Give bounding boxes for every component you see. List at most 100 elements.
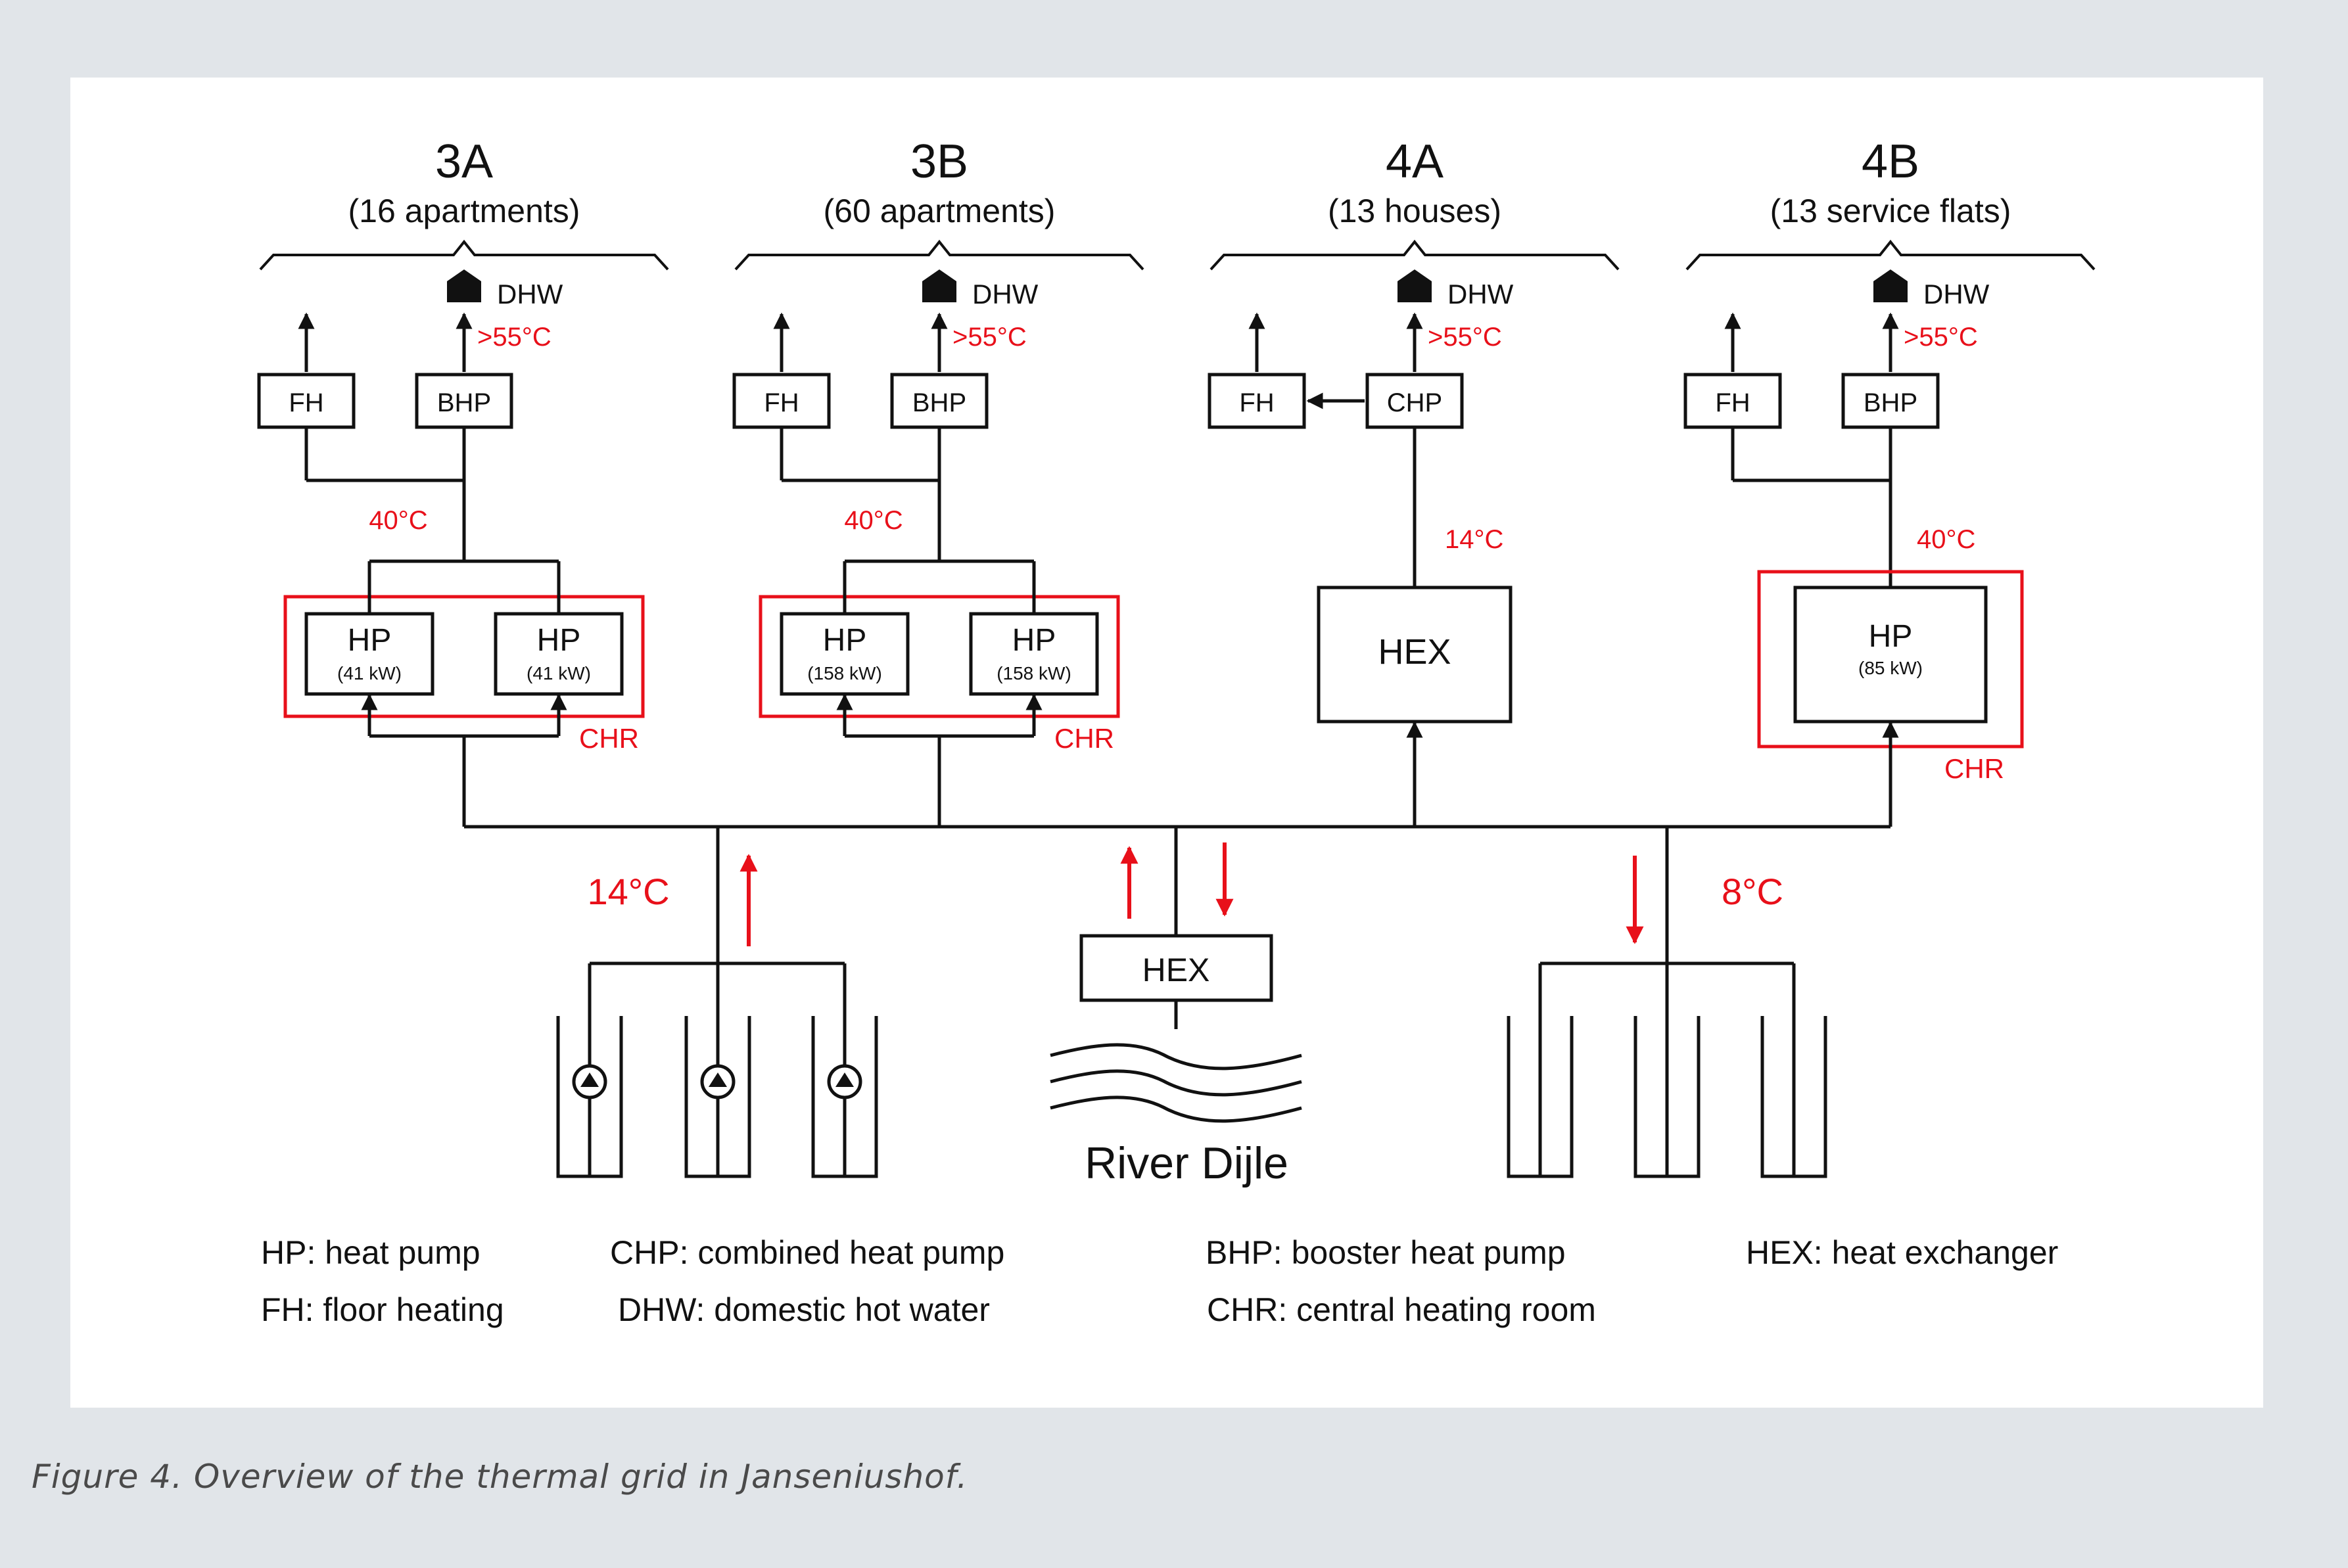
supply-temperature: 40°C xyxy=(369,506,427,535)
hp-rating: (158 kW) xyxy=(807,663,882,683)
warm-well-field xyxy=(556,961,878,1178)
heat-pump-2: HP (41 kW) xyxy=(494,561,624,736)
warm-well-1 xyxy=(556,963,623,1178)
dhw-label: DHW xyxy=(1923,279,1990,310)
supply-temperature: 40°C xyxy=(1917,525,1975,554)
grid-warm-temperature: 14°C xyxy=(587,871,669,912)
well-casing xyxy=(556,1016,623,1178)
building-title: 4B xyxy=(1862,135,1919,188)
heat-pump-1: HP (158 kW) xyxy=(780,561,910,736)
legend: HP: heat pump CHP: combined heat pump BH… xyxy=(261,1234,2058,1328)
hp-label: HP xyxy=(348,623,392,658)
well-casing xyxy=(811,1016,878,1178)
hp-rating: (158 kW) xyxy=(997,663,1071,683)
building-title: 3B xyxy=(910,135,968,188)
dhw-label: DHW xyxy=(1447,279,1514,310)
figure-caption: Figure 4. Overview of the thermal grid i… xyxy=(32,1458,968,1496)
river-hex-label: HEX xyxy=(1142,952,1210,988)
dhw-house-icon xyxy=(1397,269,1432,302)
bhp-label: BHP xyxy=(912,388,966,417)
legend-bhp: BHP: booster heat pump xyxy=(1206,1234,1566,1271)
legend-fh: FH: floor heating xyxy=(261,1291,504,1328)
river-hex-box xyxy=(1079,934,1273,1002)
building-4a: 4A (13 houses) DHW >55°C FH CHP 14°C HEX xyxy=(1208,135,1620,724)
building-3a: 3A (16 apartments) DHW >55°C FH BHP 40°C CHR HP (… xyxy=(257,135,669,754)
bhp-label: BHP xyxy=(437,388,491,417)
river-label: River Dijle xyxy=(1085,1138,1288,1188)
cold-well-1 xyxy=(1507,963,1574,1178)
dhw-house-icon xyxy=(922,269,956,302)
bhp-label: BHP xyxy=(1864,388,1917,417)
building-subtitle: (16 apartments) xyxy=(348,193,580,229)
chr-label: CHR xyxy=(1944,753,2004,784)
hp-rating: (41 kW) xyxy=(527,663,591,683)
heat-pump-2: HP (158 kW) xyxy=(969,561,1099,736)
chr-label: CHR xyxy=(579,723,639,754)
pump-arrow-icon xyxy=(580,1072,599,1087)
river-wave-2 xyxy=(1050,1069,1302,1097)
legend-hex: HEX: heat exchanger xyxy=(1746,1234,2058,1271)
diagram-panel xyxy=(70,78,2263,1408)
cold-well-2 xyxy=(1633,1016,1701,1178)
building-subtitle: (13 houses) xyxy=(1328,193,1501,229)
building-3b: 3B (60 apartments) DHW >55°C FH BHP 40°C CHR HP (… xyxy=(732,135,1144,754)
building-hex-label: HEX xyxy=(1378,632,1451,672)
well-casing xyxy=(1760,1016,1827,1178)
chr-label: CHR xyxy=(1054,723,1114,754)
dhw-temperature: >55°C xyxy=(952,323,1027,352)
chr-boundary xyxy=(283,595,645,718)
dhw-temperature: >55°C xyxy=(1428,323,1502,352)
building-brace xyxy=(1685,239,2096,271)
river-wave-1 xyxy=(1050,1043,1302,1071)
fh-label: FH xyxy=(1715,388,1750,417)
river-hex: HEX xyxy=(1079,934,1273,1002)
dhw-house-icon xyxy=(447,269,481,302)
hp-rating: (85 kW) xyxy=(1858,658,1923,678)
supply-temperature: 40°C xyxy=(844,506,903,535)
dhw-temperature: >55°C xyxy=(477,323,552,352)
grid-cold-temperature: 8°C xyxy=(1722,871,1783,912)
fh-label: FH xyxy=(1239,388,1274,417)
building-subtitle: (60 apartments) xyxy=(824,193,1056,229)
fh-label: FH xyxy=(289,388,323,417)
building-brace xyxy=(259,239,669,271)
building-brace xyxy=(1209,239,1620,271)
heat-pump-1: HP (41 kW) xyxy=(304,561,434,736)
hp-label: HP xyxy=(1012,623,1056,658)
river-waves xyxy=(1050,1043,1302,1123)
main-grid-pipes xyxy=(462,721,1899,1176)
building-subtitle: (13 service flats) xyxy=(1770,193,2011,229)
cold-well-3 xyxy=(1760,963,1827,1178)
well-casing xyxy=(1507,1016,1574,1178)
well-casing xyxy=(684,1016,751,1178)
dhw-label: DHW xyxy=(497,279,563,310)
fh-label: FH xyxy=(764,388,799,417)
legend-dhw: DHW: domestic hot water xyxy=(618,1291,990,1328)
chp-label: CHP xyxy=(1387,388,1442,417)
building-title: 4A xyxy=(1386,135,1444,188)
legend-hp: HP: heat pump xyxy=(261,1234,481,1271)
building-title: 3A xyxy=(435,135,493,188)
warm-well-3 xyxy=(811,963,878,1178)
legend-chp: CHP: combined heat pump xyxy=(610,1234,1004,1271)
hp-label: HP xyxy=(823,623,867,658)
supply-temperature: 14°C xyxy=(1445,525,1503,554)
pump-arrow-icon xyxy=(709,1072,727,1087)
pump-arrow-icon xyxy=(835,1072,854,1087)
cold-well-field xyxy=(1507,961,1827,1178)
dhw-label: DHW xyxy=(972,279,1039,310)
chr-boundary xyxy=(759,595,1120,718)
legend-chr: CHR: central heating room xyxy=(1207,1291,1596,1328)
well-casing xyxy=(1633,1016,1701,1178)
grid-flow-arrows xyxy=(740,842,1644,946)
building-brace xyxy=(734,239,1144,271)
building-columns: 3A (16 apartments) DHW >55°C FH BHP 40°C CHR HP (… xyxy=(257,135,2096,784)
hp-label: HP xyxy=(537,623,581,658)
hp-label: HP xyxy=(1869,619,1913,654)
river-wave-3 xyxy=(1050,1095,1302,1123)
hp-rating: (41 kW) xyxy=(337,663,402,683)
dhw-house-icon xyxy=(1873,269,1908,302)
warm-well-2 xyxy=(684,1016,751,1178)
